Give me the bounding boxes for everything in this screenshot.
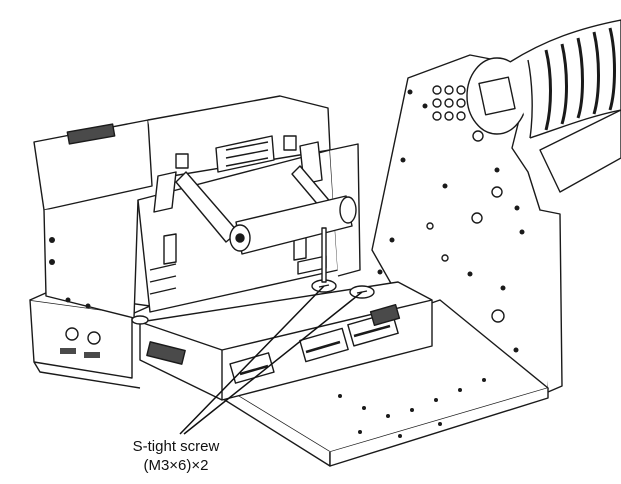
base-tray [211,299,549,467]
callout-line-1: S-tight screw [132,438,220,455]
leader-lines [179,285,363,435]
callout-line-2: (M3×6)×2 [143,457,209,474]
screw-callout-label: S-tight screw (M3×6)×2 [96,437,256,475]
paper-roll-holder [466,19,621,193]
platen-roller [175,165,357,255]
control-board [139,281,433,401]
base-screw-left [131,315,149,325]
